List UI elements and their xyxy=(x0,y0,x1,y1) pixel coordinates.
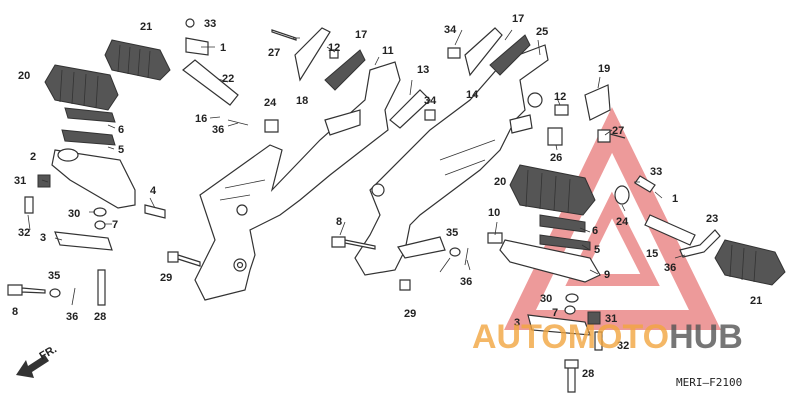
callout-31a: 31 xyxy=(14,175,26,187)
callout-21b: 21 xyxy=(750,295,762,307)
callout-29b: 29 xyxy=(404,308,416,320)
callout-13: 13 xyxy=(417,64,429,76)
center-plates xyxy=(271,27,626,146)
callout-32b: 32 xyxy=(617,340,629,352)
callout-31b: 31 xyxy=(605,313,617,325)
callout-36b: 36 xyxy=(66,311,78,323)
callout-28a: 28 xyxy=(94,311,106,323)
callout-8b: 8 xyxy=(336,216,342,228)
callout-22: 22 xyxy=(222,73,234,85)
left-footpeg-rubber-21 xyxy=(104,39,171,81)
callout-32a: 32 xyxy=(18,227,30,239)
callout-2: 2 xyxy=(30,151,36,163)
left-small-parts xyxy=(7,174,201,306)
callout-5a: 5 xyxy=(118,144,124,156)
callout-8a: 8 xyxy=(12,306,18,318)
left-footpeg-plates xyxy=(61,107,116,146)
right-footpeg-rubber-21 xyxy=(714,239,786,286)
callout-36d: 36 xyxy=(460,276,472,288)
callout-28b: 28 xyxy=(582,368,594,380)
callout-12a: 12 xyxy=(328,42,340,54)
callout-20a: 20 xyxy=(18,70,30,82)
left-pivot-arm-22 xyxy=(182,18,279,133)
callout-3a: 3 xyxy=(40,232,46,244)
callout-4: 4 xyxy=(150,185,157,197)
callout-21a: 21 xyxy=(140,21,152,33)
callout-24a: 24 xyxy=(264,97,277,109)
callout-labels: 21 33 1 20 22 16 36 6 5 2 31 4 32 30 7 3… xyxy=(12,13,762,380)
callout-15: 15 xyxy=(646,248,658,260)
callout-30b: 30 xyxy=(540,293,552,305)
callout-12b: 12 xyxy=(554,91,566,103)
callout-17b: 17 xyxy=(512,13,524,25)
callout-18: 18 xyxy=(296,95,308,107)
callout-17a: 17 xyxy=(355,29,367,41)
front-direction-label: FR. xyxy=(38,343,59,362)
front-arrow-icon xyxy=(16,355,49,378)
callout-9: 9 xyxy=(604,269,610,281)
watermark-word-hub: HUB xyxy=(669,318,743,356)
callout-33a: 33 xyxy=(204,18,216,30)
callout-36c: 36 xyxy=(664,262,676,274)
left-footpeg-2 xyxy=(51,148,136,209)
callout-35a: 35 xyxy=(48,270,60,282)
callout-30a: 30 xyxy=(68,208,80,220)
callout-5b: 5 xyxy=(594,244,600,256)
callout-26: 26 xyxy=(550,152,562,164)
callout-19: 19 xyxy=(598,63,610,75)
callout-11: 11 xyxy=(382,45,394,57)
callout-14: 14 xyxy=(466,89,479,101)
callout-33b: 33 xyxy=(650,166,662,178)
callout-1a: 1 xyxy=(220,42,226,54)
callout-20b: 20 xyxy=(494,176,506,188)
leader-lines xyxy=(27,29,686,275)
callout-10: 10 xyxy=(488,207,500,219)
callout-16: 16 xyxy=(195,113,207,125)
callout-1b: 1 xyxy=(672,193,678,205)
watermark-word-auto: AUTO xyxy=(472,318,568,356)
left-footpeg-rubber-20 xyxy=(44,64,119,111)
diagram-code: MERI–F2100 xyxy=(676,376,742,389)
callout-27b: 27 xyxy=(612,125,624,137)
callout-34a: 34 xyxy=(424,95,437,107)
svg-text:AUTOMOTOHUB: AUTOMOTOHUB xyxy=(472,318,743,356)
watermark-word-moto: MOTO xyxy=(568,318,669,356)
callout-6b: 6 xyxy=(592,225,598,237)
front-direction-indicator: FR. xyxy=(16,343,59,378)
callout-29a: 29 xyxy=(160,272,172,284)
watermark-logo: AUTOMOTOHUB xyxy=(472,318,743,356)
callout-36a: 36 xyxy=(212,124,224,136)
callout-27a: 27 xyxy=(268,47,280,59)
callout-7a: 7 xyxy=(112,219,118,231)
callout-34b: 34 xyxy=(444,24,457,36)
callout-3b: 3 xyxy=(514,317,520,329)
right-footpeg-9 xyxy=(499,214,601,283)
callout-6a: 6 xyxy=(118,124,124,136)
callout-23: 23 xyxy=(706,213,718,225)
callout-25: 25 xyxy=(536,26,548,38)
left-step-bracket xyxy=(194,61,401,301)
right-small-parts xyxy=(331,175,721,393)
callout-24b: 24 xyxy=(616,216,629,228)
callout-35b: 35 xyxy=(446,227,458,239)
callout-7b: 7 xyxy=(552,307,558,319)
right-footpeg-rubber-20 xyxy=(509,164,596,216)
